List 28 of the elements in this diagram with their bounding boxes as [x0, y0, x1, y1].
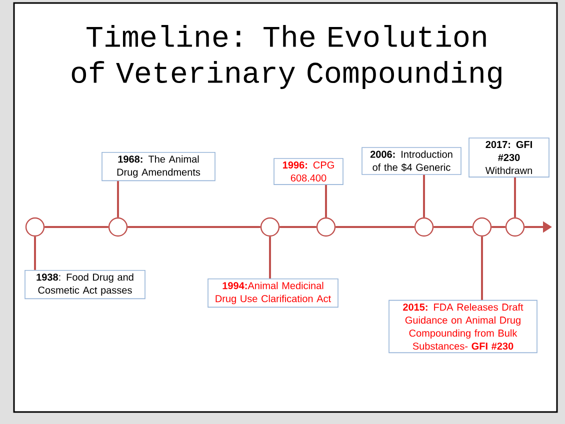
event-box: 1996: CPG 608.400	[274, 158, 344, 185]
timeline-marker	[108, 217, 128, 237]
event-box: 1938: Food Drug and Cosmetic Act passes	[24, 270, 146, 300]
event-box: 2006: Introduction of the $4 Generic	[362, 147, 462, 175]
timeline-line	[434, 226, 472, 228]
connector-line	[325, 184, 327, 218]
connector-line	[34, 236, 36, 270]
connector-line	[269, 236, 271, 278]
event-box: 1968: The Animal Drug Amendments	[102, 152, 216, 182]
event-box: 1994:Animal Medicinal Drug Use Clarification Act	[208, 278, 338, 308]
timeline-marker	[25, 217, 45, 237]
timeline-line	[280, 226, 316, 228]
timeline-line	[44, 226, 108, 228]
connector-line	[117, 181, 119, 218]
timeline-line	[492, 226, 506, 228]
timeline-marker	[414, 217, 434, 237]
timeline-marker	[260, 217, 280, 237]
connector-line	[481, 236, 483, 300]
timeline-line	[128, 226, 260, 228]
timeline-line	[336, 226, 414, 228]
title: Timeline: The Evolution of Veterinary Compounding	[72, 25, 502, 89]
timeline-marker	[316, 217, 336, 237]
connector-line	[423, 174, 425, 218]
timeline-marker	[505, 217, 525, 237]
event-box: 2015: FDA Releases Draft Guidance on Animal Drug Compounding from Bulk Substances- GFI #230	[388, 300, 538, 354]
event-box: 2017: GFI #230 Withdrawn	[468, 138, 550, 178]
connector-line	[514, 177, 516, 218]
timeline-marker	[472, 217, 492, 237]
